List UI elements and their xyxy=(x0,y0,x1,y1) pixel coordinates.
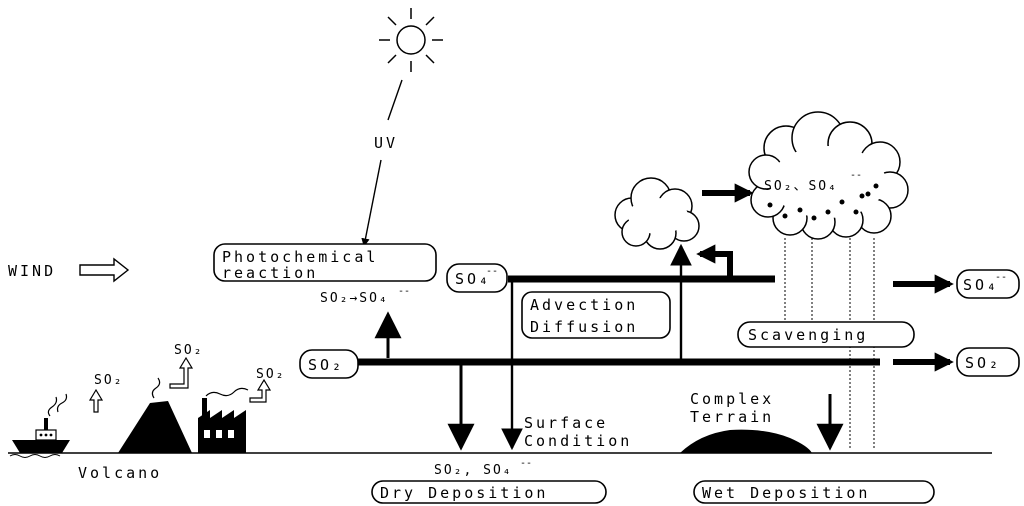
so4-node: SO₄ -- xyxy=(447,264,507,292)
uv-arrow xyxy=(364,160,381,246)
so2-source-label: SO₂ xyxy=(308,356,344,374)
uv-label: UV xyxy=(374,134,398,152)
wind-arrow-icon xyxy=(80,259,128,281)
so4-outflow-superscript: -- xyxy=(995,272,1007,283)
wind-label: WIND xyxy=(8,262,56,280)
volcano-so2-label: SO₂ xyxy=(174,343,203,358)
complex-label: Complex xyxy=(690,390,774,408)
so4-outflow-node: SO₄ -- xyxy=(957,270,1019,298)
ship-so2-label: SO₂ xyxy=(94,373,123,388)
small-cloud-icon xyxy=(615,178,699,249)
cloud-species-label: SO₂、SO₄ xyxy=(764,179,838,194)
ship-smoke xyxy=(48,394,66,416)
wet-deposition-box: Wet Deposition xyxy=(694,481,934,503)
photochemical-reaction-box: Photochemical reaction xyxy=(214,244,436,282)
dry-deposition-label: Dry Deposition xyxy=(380,484,548,502)
scavenging-box: Scavenging xyxy=(738,322,914,347)
wet-deposition-label: Wet Deposition xyxy=(702,484,870,502)
factory-so2-label: SO₂ xyxy=(256,367,285,382)
so4-node-superscript: -- xyxy=(486,266,498,277)
dry-species-label: SO₂, SO₄ xyxy=(434,463,513,478)
scavenging-label: Scavenging xyxy=(748,326,868,344)
volcano-emission-arrow xyxy=(170,358,192,388)
cloud-species-superscript: -- xyxy=(850,170,862,181)
terrain-label: Terrain xyxy=(690,408,774,426)
so2-source-node: SO₂ xyxy=(300,350,358,378)
dry-deposition-box: Dry Deposition xyxy=(372,481,606,503)
condition-label: Condition xyxy=(524,432,632,450)
so2-outflow-node: SO₂ xyxy=(957,348,1019,376)
sun-icon xyxy=(379,8,443,72)
conversion-superscript: -- xyxy=(398,286,410,297)
advection-label: Advection xyxy=(530,296,638,314)
return-to-cloud-arrow xyxy=(700,254,730,276)
ship-icon xyxy=(10,418,70,458)
terrain-mound-icon xyxy=(680,430,812,453)
so2-outflow-label: SO₂ xyxy=(965,354,1001,372)
factory-icon xyxy=(198,398,246,453)
diffusion-label: Diffusion xyxy=(530,318,638,336)
dry-species-superscript: -- xyxy=(520,458,532,469)
uv-ray-line xyxy=(388,80,402,120)
volcano-label: Volcano xyxy=(78,464,162,482)
volcano-icon xyxy=(118,401,192,453)
so4-outflow-label: SO₄ xyxy=(963,276,999,294)
large-cloud-icon xyxy=(749,112,908,239)
factory-smoke xyxy=(206,388,248,396)
photochemical-label-line2: reaction xyxy=(222,264,318,282)
ship-emission-arrow xyxy=(90,390,102,412)
conversion-label: SO₂→SO₄ xyxy=(320,291,389,306)
factory-emission-arrow xyxy=(250,380,270,402)
advection-diffusion-box: Advection Diffusion xyxy=(522,292,670,338)
volcano-smoke xyxy=(152,378,159,398)
surface-label: Surface xyxy=(524,414,608,432)
